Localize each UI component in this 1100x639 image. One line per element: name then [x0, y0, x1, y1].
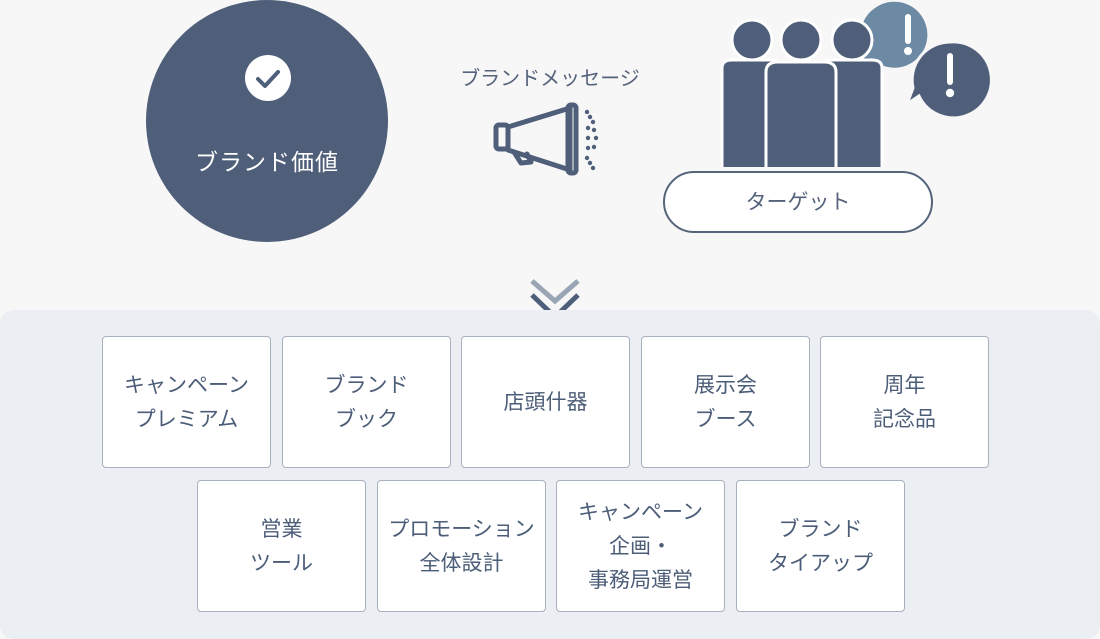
service-store-fixtures: 店頭什器: [461, 336, 630, 468]
service-sales-tools: 営業ツール: [197, 480, 366, 612]
target-pill: ターゲット: [663, 171, 933, 233]
check-icon: [245, 55, 291, 101]
service-anniversary-gifts: 周年記念品: [820, 336, 989, 468]
exclamation-bubble-icon: [860, 1, 993, 120]
service-campaign-office: キャンペーン企画・事務局運営: [556, 480, 725, 612]
brand-message-label: ブランドメッセージ: [460, 66, 640, 90]
service-exhibition-booth: 展示会ブース: [641, 336, 810, 468]
people-icon: [700, 1, 1000, 175]
megaphone-icon: [493, 102, 599, 176]
service-campaign-premium: キャンペーンプレミアム: [102, 336, 271, 468]
brand-value-label: ブランド価値: [195, 150, 339, 176]
brand-value-circle: ブランド価値: [146, 0, 388, 242]
service-brand-book: ブランドブック: [282, 336, 451, 468]
service-promotion-design: プロモーション全体設計: [377, 480, 546, 612]
service-brand-tieup: ブランドタイアップ: [736, 480, 905, 612]
services-panel: キャンペーンプレミアム ブランドブック 店頭什器 展示会ブース 周年記念品 営業…: [0, 310, 1100, 639]
